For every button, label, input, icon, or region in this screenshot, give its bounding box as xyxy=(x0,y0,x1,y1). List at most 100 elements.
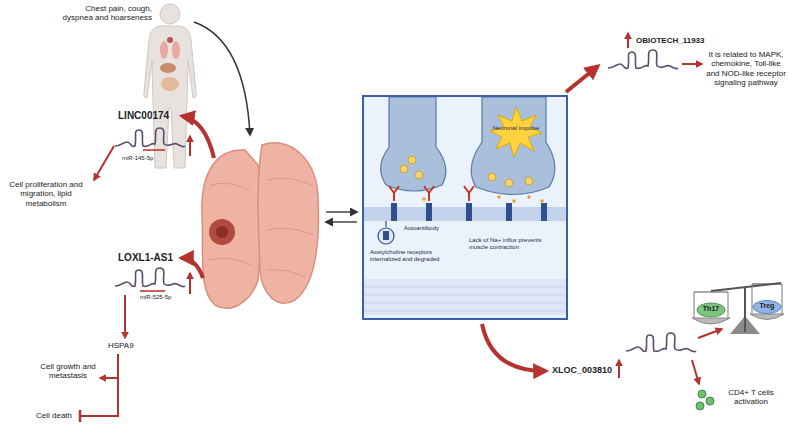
synapse-illustration xyxy=(381,97,446,191)
lncrna-name: OBIOTECH_11933 xyxy=(636,36,704,45)
balance-scale xyxy=(692,283,784,334)
t-cell-icons xyxy=(706,397,714,405)
loxl1-as1-branch xyxy=(79,410,82,422)
balance-scale xyxy=(752,283,782,284)
node-text: Acetylcholine receptors internalized and… xyxy=(370,249,450,263)
xloc-branch xyxy=(482,324,546,371)
synapse-illustration xyxy=(490,107,542,157)
synapse-illustration xyxy=(364,279,566,315)
synapse-illustration xyxy=(525,177,533,185)
node-text: Neuronal impulse xyxy=(492,125,540,132)
obiotech-branch xyxy=(682,63,702,65)
equilibrium-arrows xyxy=(326,211,357,213)
synapse-illustration xyxy=(389,186,474,201)
mirna-label: miR-525-5p xyxy=(140,294,171,301)
synapse-illustration xyxy=(541,203,547,221)
loxl1-as1-branch xyxy=(124,295,126,338)
thymus xyxy=(216,226,228,238)
balance-scale xyxy=(697,303,725,317)
effect-note: Cell growth and metastasis xyxy=(40,362,96,381)
synapse-illustration xyxy=(400,165,408,173)
human-figure xyxy=(160,4,180,24)
loxl1-as1-branch xyxy=(115,268,185,287)
loxl1-as1-branch xyxy=(80,258,203,422)
xloc-branch xyxy=(698,329,722,338)
synapse-illustration xyxy=(415,171,423,179)
human-figure xyxy=(160,41,168,59)
balance-scale xyxy=(744,287,746,332)
obiotech-branch xyxy=(627,33,629,48)
human-figure xyxy=(172,41,180,59)
xloc-branch xyxy=(618,360,620,378)
balance-scale xyxy=(753,301,781,314)
synapse-illustration xyxy=(488,173,496,181)
mirna-label: miR-145-5p xyxy=(122,155,153,162)
balance-scale xyxy=(728,292,729,318)
synapse-illustration xyxy=(505,179,513,187)
synapse-illustration xyxy=(426,203,432,221)
node-text: Autoantibody xyxy=(404,225,439,232)
human-figure xyxy=(144,26,196,168)
thymus xyxy=(209,219,235,245)
t-cell-icons xyxy=(698,390,706,398)
linc00174-branch xyxy=(94,116,214,180)
lncrna-name: XLOC_003810 xyxy=(552,365,612,376)
loxl1-as1-branch xyxy=(181,258,203,278)
xloc-branch xyxy=(626,333,696,352)
equilibrium-arrows xyxy=(326,221,357,223)
xloc-branch xyxy=(692,360,699,384)
t-cell-icons xyxy=(696,390,714,410)
pointer-arrow xyxy=(194,22,250,135)
synapse-illustration xyxy=(471,97,555,195)
obiotech-branch xyxy=(566,66,598,92)
balance-scale xyxy=(694,292,695,318)
loxl1-as1-branch xyxy=(189,273,191,294)
linc00174-branch xyxy=(189,136,191,156)
symptom-note: Chest pain, cough, dyspnea and hoarsenes… xyxy=(60,4,152,23)
linc00174-branch xyxy=(143,149,165,151)
linc00174-branch xyxy=(182,116,214,158)
equilibrium-arrows xyxy=(326,212,357,222)
loxl1-as1-branch xyxy=(100,354,118,378)
human-figure xyxy=(167,37,173,43)
thymus xyxy=(202,143,319,308)
synapse-illustration xyxy=(408,156,416,164)
loxl1-as1-branch xyxy=(140,290,165,292)
effect-note: CD4+ T cells activation xyxy=(715,388,787,407)
synapse-illustration xyxy=(383,231,389,240)
effect-note: Cell death xyxy=(36,411,72,420)
balance-scale xyxy=(694,291,728,292)
thymus xyxy=(208,178,314,278)
obiotech-branch xyxy=(608,50,678,69)
synapse-illustration xyxy=(422,197,426,201)
thymus xyxy=(202,150,261,308)
synapse-illustration xyxy=(497,195,501,199)
synapse-illustration xyxy=(540,199,544,203)
balance-scale xyxy=(782,284,783,314)
synapse-illustration xyxy=(364,287,566,311)
balance-scale xyxy=(711,283,781,291)
thymus xyxy=(258,143,318,303)
balance-scale xyxy=(752,284,753,314)
cell-label: Treg xyxy=(757,302,777,310)
effect-note: Cell proliferation and migration, lipid … xyxy=(3,180,89,208)
lncrna-name: LOXL1-AS1 xyxy=(118,252,173,264)
synapse-illustration xyxy=(506,203,512,221)
synapse-box: Neuronal impulseAutoantibodyAcetylcholin… xyxy=(362,95,568,320)
loxl1-as1-branch xyxy=(80,378,118,416)
synapse-illustration xyxy=(527,195,531,199)
balance-scale xyxy=(750,314,784,320)
synapse-illustration xyxy=(378,228,394,244)
synapse-illustration xyxy=(385,221,386,227)
cell-label: Th17 xyxy=(701,305,721,313)
balance-scale xyxy=(692,318,730,324)
pathway-note: It is related to MAPK, chemokine, Toll-l… xyxy=(705,50,787,88)
synapse-illustration xyxy=(466,203,472,221)
t-cell-icons xyxy=(696,402,704,410)
linc00174-branch xyxy=(115,128,185,147)
synapse-illustration xyxy=(512,199,516,203)
human-figure xyxy=(161,77,179,91)
lncrna-name: LINC00174 xyxy=(118,110,169,122)
